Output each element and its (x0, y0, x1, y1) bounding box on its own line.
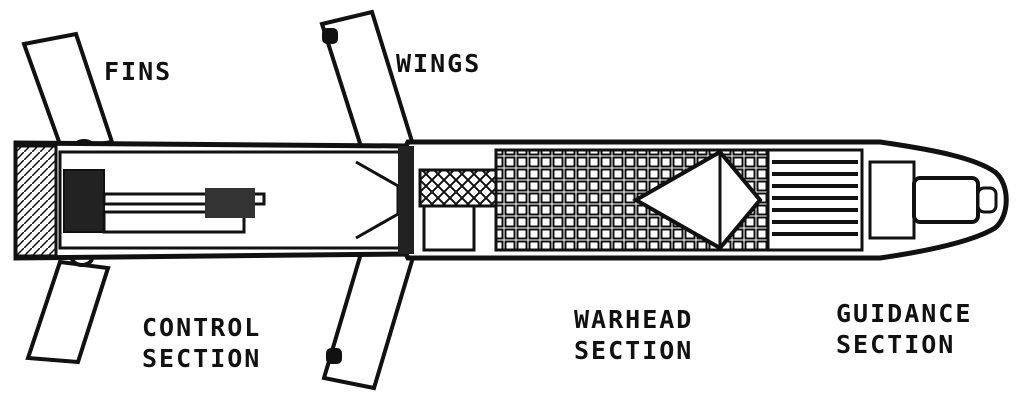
wings-label: WINGS (396, 49, 482, 78)
bulkhead-joint (398, 146, 414, 254)
fuze-block (422, 204, 476, 252)
tail-cap (14, 144, 58, 258)
guidance-slats (772, 160, 858, 236)
control-section-label: CONTROL SECTION (142, 313, 262, 374)
lower-wing-tip (326, 348, 342, 364)
missile-body (13, 139, 1009, 261)
lower-fin (25, 259, 111, 365)
upper-wing-tip (322, 28, 338, 44)
nose-tip (976, 186, 998, 214)
actuator-rod-upper (102, 192, 266, 206)
warhead-section-label: WARHEAD SECTION (574, 305, 694, 366)
fins-label: FINS (104, 57, 173, 86)
seeker-housing (868, 160, 916, 240)
fuze-crosshatch (418, 168, 502, 208)
mid-wings (319, 9, 417, 391)
seeker-window (912, 176, 980, 224)
shaped-charge-cone (631, 149, 763, 251)
actuator-motor (205, 188, 255, 218)
actuator-block (63, 169, 105, 233)
guidance-section-label: GUIDANCE SECTION (836, 299, 973, 360)
lower-wing (321, 247, 417, 391)
upper-fin (21, 31, 115, 153)
